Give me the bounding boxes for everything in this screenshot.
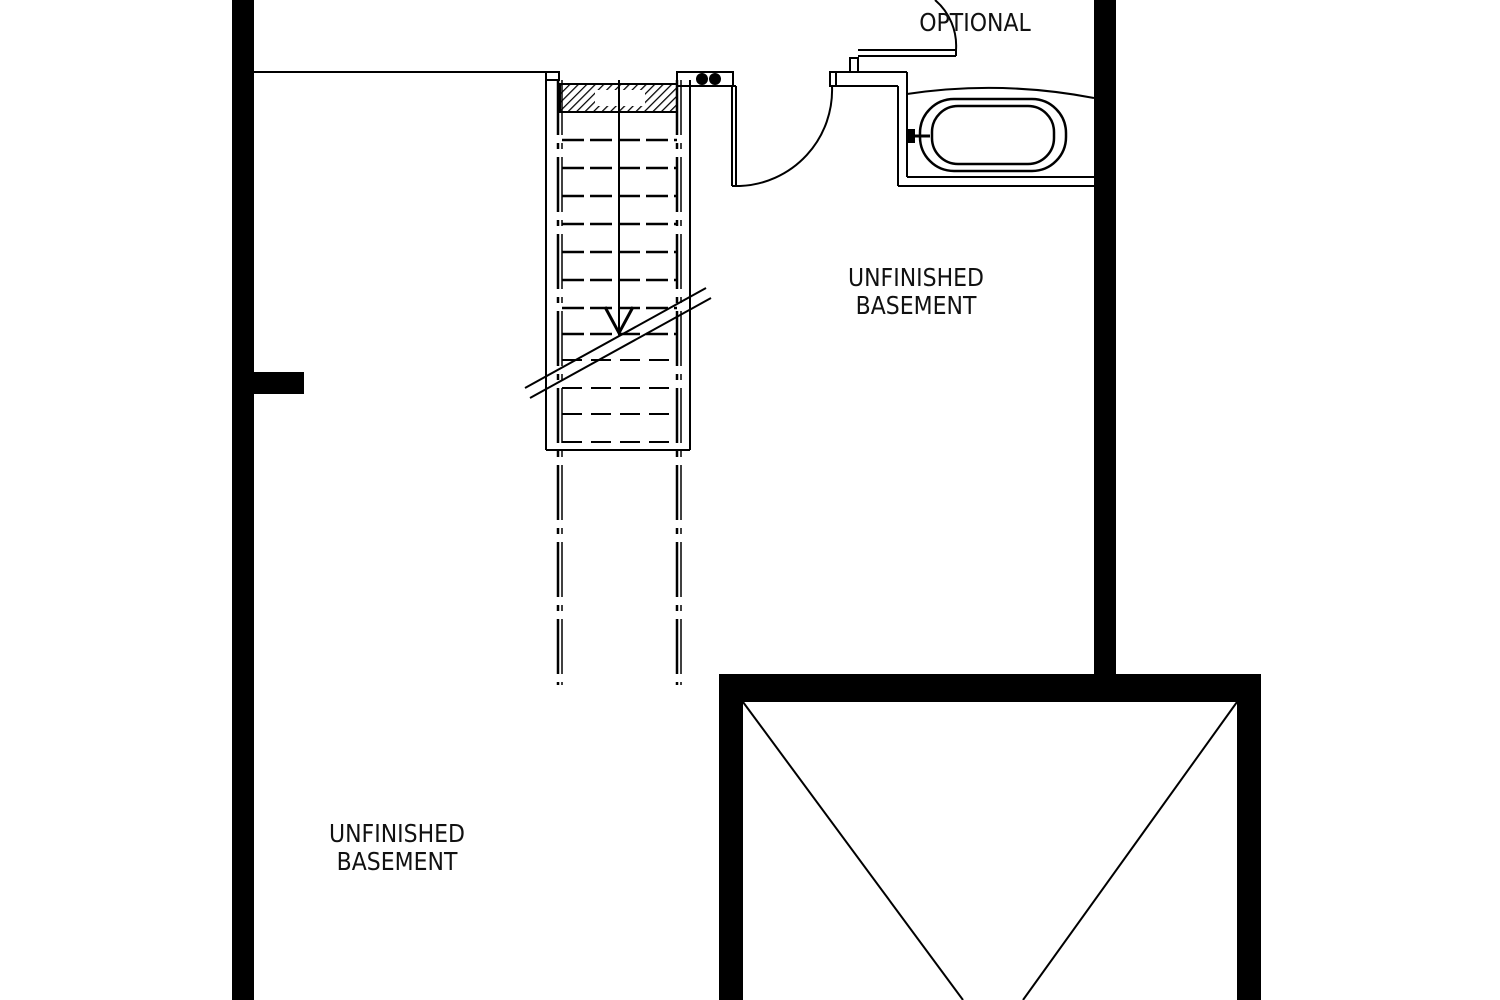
exterior-walls xyxy=(232,0,1261,1000)
room-label-upper: UNFINISHED BASEMENT xyxy=(826,264,1006,320)
right-wall-upper xyxy=(1094,0,1116,678)
room-label-lower-line1: UNFINISHED xyxy=(328,819,465,848)
garage-right-wall xyxy=(1237,674,1261,1000)
optional-label: OPTIONAL xyxy=(919,8,1031,37)
open-to-below-symbol xyxy=(742,701,1238,1000)
room-label-lower-line2: BASEMENT xyxy=(336,847,458,876)
wall-stub xyxy=(254,372,304,394)
left-wall xyxy=(232,0,254,1000)
room-label-upper-line2: BASEMENT xyxy=(855,291,977,320)
stair-posts xyxy=(676,71,734,87)
door xyxy=(692,0,958,187)
stair xyxy=(524,80,712,685)
garage-left-wall xyxy=(719,674,743,1000)
optional-tub xyxy=(897,72,1095,187)
partition-lines xyxy=(254,71,691,451)
room-label-upper-line1: UNFINISHED xyxy=(847,263,984,292)
garage-top-wall xyxy=(719,674,1261,702)
room-label-lower: UNFINISHED BASEMENT xyxy=(307,820,487,876)
